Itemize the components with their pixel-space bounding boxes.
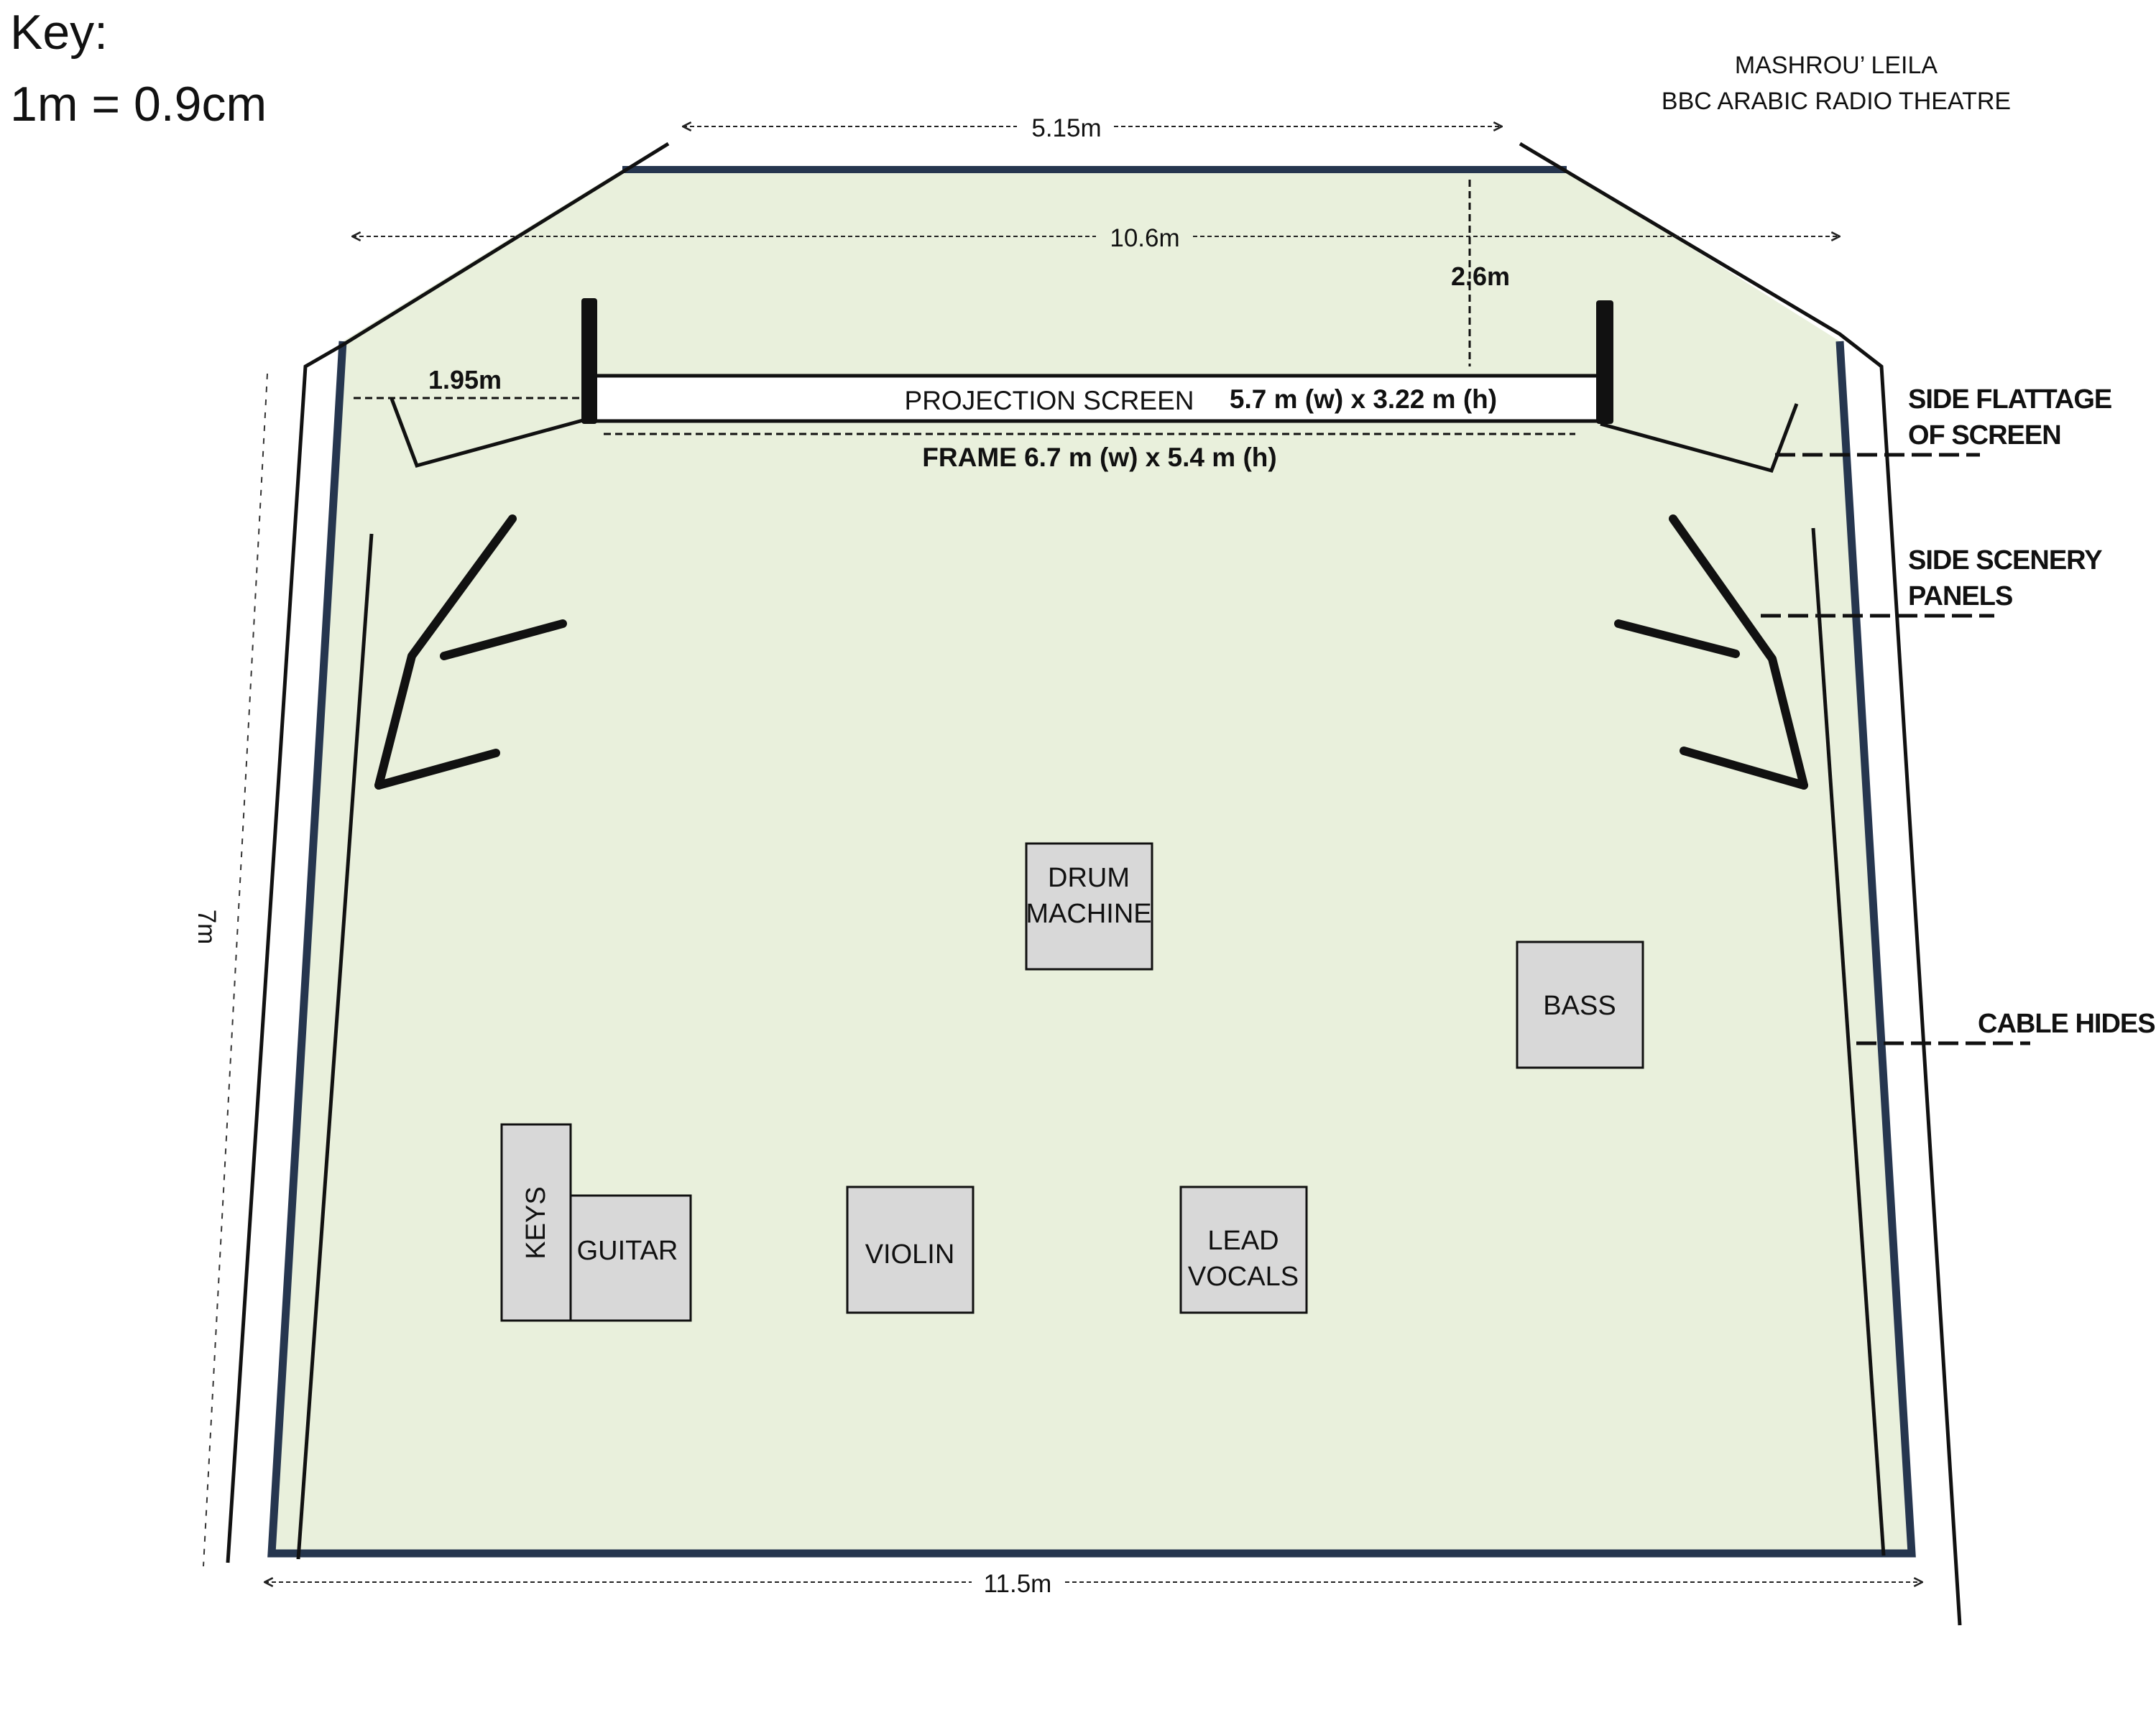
callout-side-flattage-1: SIDE FLATTAGE: [1908, 384, 2111, 415]
cable-hide-right: [1811, 527, 1886, 1556]
outer-wall-right: [1519, 142, 1962, 1626]
cable-hide-left: [296, 533, 374, 1560]
callout-cable-hides: CABLE HIDES: [1978, 1009, 2155, 1039]
dim-depth-to-screen: 2.6m: [1451, 262, 1510, 291]
screen-frame: FRAME 6.7 m (w) x 5.4 m (h): [922, 443, 1276, 472]
outer-wall-left: [226, 142, 670, 1563]
instrument-drum-machine: DRUM MACHINE: [1025, 842, 1153, 971]
lead-vocals-label-1: LEAD: [1207, 1226, 1279, 1256]
header-line-2: BBC ARABIC RADIO THEATRE: [1662, 88, 2011, 115]
header-line-1: MASHROU’ LEILA: [1735, 52, 1938, 79]
violin-label: VIOLIN: [865, 1239, 955, 1270]
instrument-keys: KEYS: [500, 1123, 572, 1322]
scenery-panel-left-a: [374, 514, 517, 790]
instrument-guitar: GUITAR: [569, 1194, 692, 1322]
projection-screen: [588, 374, 1606, 423]
side-flattage-right: [1600, 403, 1799, 473]
key-scale: 1m = 0.9cm: [10, 77, 267, 131]
drum-machine-label-1: DRUM: [1048, 863, 1130, 893]
screen-size: 5.7 m (w) x 3.22 m (h): [1230, 384, 1497, 414]
scenery-panel-right-c: [1680, 747, 1808, 790]
scenery-panel-right-a: [1669, 514, 1808, 790]
dim-stage-depth: 7m: [193, 910, 221, 945]
instrument-lead-vocals: LEAD VOCALS: [1179, 1186, 1308, 1314]
lead-vocals-label-2: VOCALS: [1188, 1262, 1299, 1292]
dim-bottom-width: 11.5m: [984, 1570, 1052, 1598]
instrument-violin: VIOLIN: [846, 1186, 975, 1314]
dim-stage-depth-line: [203, 373, 268, 1567]
callout-side-flattage-2: OF SCREEN: [1908, 420, 2061, 450]
keys-label: KEYS: [521, 1186, 551, 1259]
callout-side-scenery-1: SIDE SCENERY: [1908, 545, 2102, 576]
instrument-bass: BASS: [1516, 941, 1644, 1069]
dim-side-offset: 1.95m: [428, 365, 502, 394]
callout-side-scenery-2: PANELS: [1908, 581, 2012, 611]
key-title: Key:: [10, 5, 108, 60]
guitar-label: GUITAR: [577, 1236, 678, 1266]
drum-machine-label-2: MACHINE: [1026, 899, 1151, 929]
screen-post-left: [581, 298, 597, 424]
screen-post-right: [1596, 300, 1613, 424]
scenery-panel-left-b: [440, 619, 567, 660]
bass-label: BASS: [1543, 991, 1616, 1021]
dim-top-width: 5.15m: [1031, 114, 1101, 142]
side-flattage-left: [390, 398, 591, 468]
scenery-panel-left-c: [374, 749, 500, 790]
scenery-panel-right-b: [1614, 619, 1740, 658]
stage-border: [267, 341, 1916, 1558]
dim-mid-width: 10.6m: [1110, 224, 1179, 252]
screen-label: PROJECTION SCREEN: [905, 386, 1194, 415]
